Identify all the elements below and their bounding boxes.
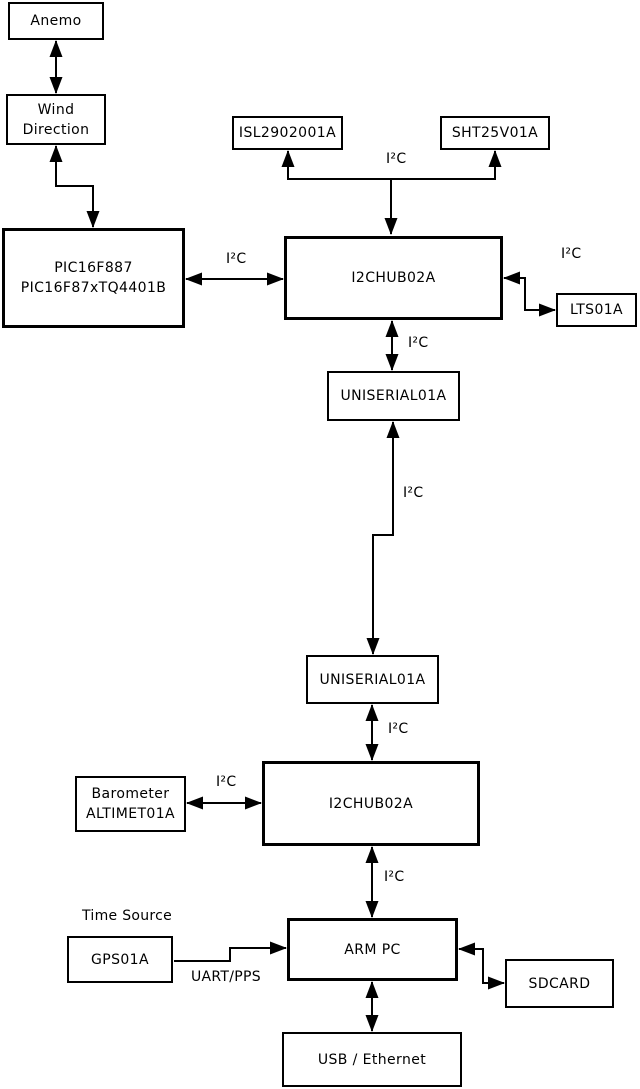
node-gps01a: GPS01A (67, 936, 173, 983)
node-uniserial-top: UNISERIAL01A (327, 371, 460, 421)
time-source-label: Time Source (82, 908, 173, 924)
node-label: GPS01A (91, 951, 149, 968)
node-wind-direction: Wind Direction (6, 94, 106, 145)
node-label: ARM PC (344, 941, 401, 958)
node-label-line1: PIC16F887 (54, 260, 133, 276)
node-i2c-hub-bottom: I2CHUB02A (262, 761, 480, 846)
i2c-label-hub-lts: I²C (561, 246, 582, 262)
node-anemometer: Anemo (8, 2, 104, 40)
node-uniserial-bottom: UNISERIAL01A (306, 655, 439, 704)
node-sdcard: SDCARD (505, 959, 614, 1008)
node-label-line2: Direction (22, 121, 90, 138)
edge-hubtop-lts (503, 271, 556, 317)
node-label: ISL2902001A (238, 125, 337, 141)
node-label: UNISERIAL01A (340, 388, 447, 404)
node-label: SDCARD (528, 975, 591, 992)
edge-armpc-sdcard (458, 942, 505, 990)
node-isl2902001a: ISL2902001A (232, 116, 343, 150)
node-label-line1: Wind (37, 101, 75, 118)
i2c-label-hub-uniserial: I²C (408, 335, 429, 351)
node-sht25v01a: SHT25V01A (440, 116, 550, 150)
node-i2c-hub-top: I2CHUB02A (284, 236, 503, 320)
node-label-line2: PIC16F87xTQ4401B (20, 280, 167, 296)
edge-uniserial1-uniserial2 (366, 421, 400, 655)
node-label: LTS01A (569, 302, 624, 318)
edge-isl-sht-tee (281, 150, 502, 180)
node-barometer-altimeter: Barometer ALTIMET01A (75, 776, 186, 832)
node-label: UNISERIAL01A (319, 671, 426, 688)
node-label: I2CHUB02A (351, 270, 436, 286)
node-arm-pc: ARM PC (287, 918, 458, 981)
edge-gps-armpc (174, 941, 287, 962)
i2c-label-uniserial-hub2: I²C (388, 721, 409, 737)
node-usb-ethernet: USB / Ethernet (282, 1032, 462, 1087)
uart-pps-label: UART/PPS (191, 969, 261, 985)
i2c-label-hub-armpc: I²C (384, 869, 405, 885)
edge-wind-pic (49, 145, 100, 228)
node-label-line2: ALTIMET01A (86, 806, 175, 822)
node-pic-microcontroller: PIC16F887 PIC16F87xTQ4401B (2, 228, 185, 328)
node-label: I2CHUB02A (328, 795, 414, 812)
node-label: SHT25V01A (451, 125, 539, 141)
node-label: USB / Ethernet (317, 1051, 427, 1068)
i2c-label-pic-hub: I²C (226, 251, 247, 267)
node-lts01a: LTS01A (556, 293, 637, 327)
i2c-label-sensor-tee: I²C (386, 151, 407, 167)
i2c-label-barometer-hub: I²C (216, 774, 237, 790)
node-label-line1: Barometer (91, 786, 170, 802)
node-label: Anemo (30, 13, 82, 29)
i2c-label-uniserial-link: I²C (403, 485, 424, 501)
